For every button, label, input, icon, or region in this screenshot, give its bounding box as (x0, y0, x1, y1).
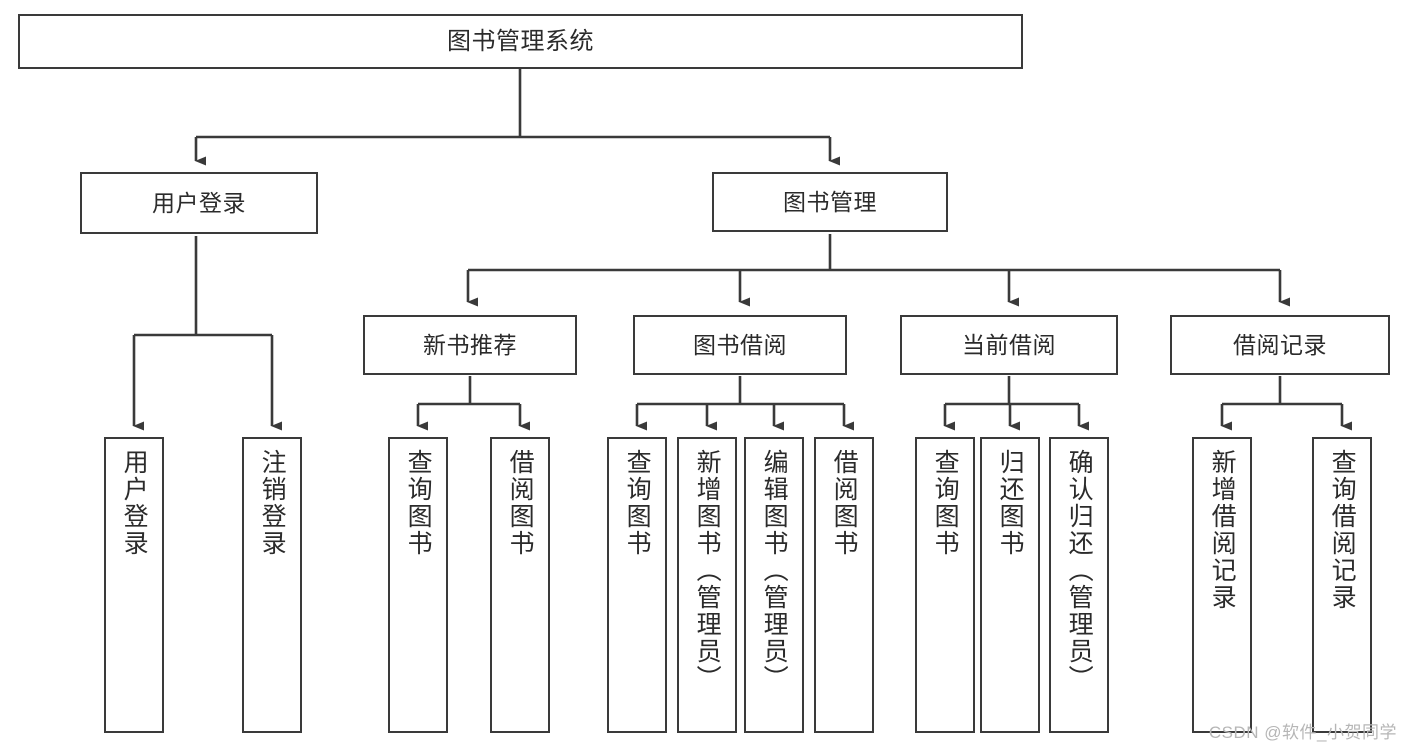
node-leaf-query-borrow-record[interactable]: 查询借阅记录 (1312, 437, 1372, 733)
node-leaf-query-book-recommend[interactable]: 查询图书 (388, 437, 448, 733)
node-label: 归还图书 (996, 449, 1025, 557)
node-label: 图书管理 (783, 188, 877, 215)
node-leaf-query-book-borrow[interactable]: 查询图书 (607, 437, 667, 733)
node-label: 图书借阅 (693, 331, 787, 358)
node-leaf-confirm-return-admin[interactable]: 确认归还（管理员） (1049, 437, 1109, 733)
node-label: 图书管理系统 (447, 27, 594, 55)
node-label: 借阅图书 (830, 449, 859, 557)
node-leaf-query-book-current[interactable]: 查询图书 (915, 437, 975, 733)
node-user-login[interactable]: 用户登录 (80, 172, 318, 234)
node-book-manage[interactable]: 图书管理 (712, 172, 948, 232)
node-label: 查询借阅记录 (1328, 449, 1357, 611)
node-book-borrow[interactable]: 图书借阅 (633, 315, 847, 375)
node-label: 查询图书 (931, 449, 960, 557)
node-label: 查询图书 (623, 449, 652, 557)
node-leaf-borrow-book[interactable]: 借阅图书 (814, 437, 874, 733)
node-label: 用户登录 (120, 449, 149, 557)
node-label: 借阅记录 (1233, 331, 1327, 358)
node-leaf-borrow-book-recommend[interactable]: 借阅图书 (490, 437, 550, 733)
node-leaf-user-login[interactable]: 用户登录 (104, 437, 164, 733)
node-label: 当前借阅 (962, 331, 1056, 358)
node-label: 编辑图书（管理员） (760, 449, 789, 692)
node-label: 新增图书（管理员） (693, 449, 722, 692)
node-leaf-logout-login[interactable]: 注销登录 (242, 437, 302, 733)
node-leaf-add-borrow-record[interactable]: 新增借阅记录 (1192, 437, 1252, 733)
csdn-watermark: CSDN @软件_小贺同学 (1208, 723, 1397, 742)
node-borrow-record[interactable]: 借阅记录 (1170, 315, 1390, 375)
node-leaf-return-book[interactable]: 归还图书 (980, 437, 1040, 733)
node-label: 新增借阅记录 (1208, 449, 1237, 611)
node-label: 新书推荐 (423, 331, 517, 358)
node-label: 用户登录 (152, 189, 246, 216)
node-label: 注销登录 (258, 449, 287, 557)
node-new-book-recommend[interactable]: 新书推荐 (363, 315, 577, 375)
node-label: 查询图书 (404, 449, 433, 557)
node-root-book-management-system[interactable]: 图书管理系统 (18, 14, 1023, 69)
node-current-borrow[interactable]: 当前借阅 (900, 315, 1118, 375)
node-leaf-add-book-admin[interactable]: 新增图书（管理员） (677, 437, 737, 733)
node-label: 确认归还（管理员） (1065, 449, 1094, 692)
node-label: 借阅图书 (506, 449, 535, 557)
node-leaf-edit-book-admin[interactable]: 编辑图书（管理员） (744, 437, 804, 733)
